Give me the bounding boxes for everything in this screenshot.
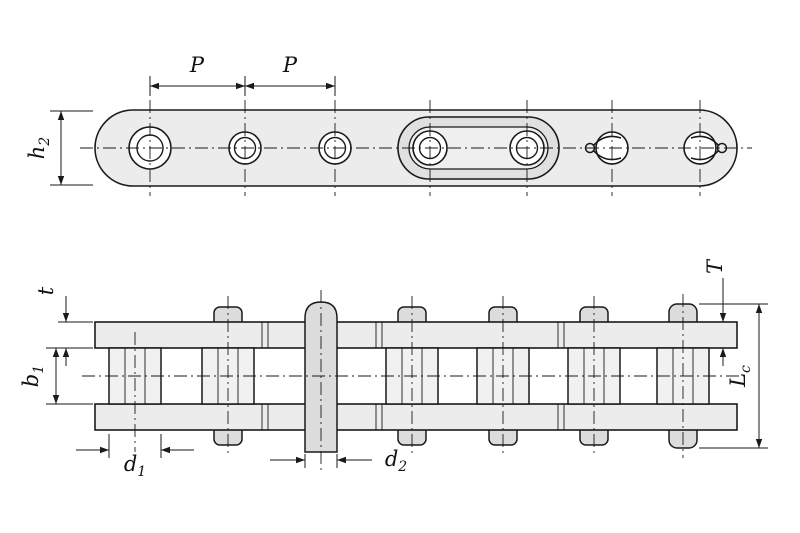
- dim-label-h2: h2: [25, 137, 53, 160]
- T-dimension-arrows: [719, 313, 727, 357]
- t-dimension-arrows: [62, 313, 70, 357]
- Lc-extension-lines: [699, 303, 768, 449]
- plate-edge-lines: [261, 322, 565, 430]
- dim-label-pitch-left: P: [189, 53, 205, 77]
- pin-centerlines: [134, 290, 684, 470]
- dim-label-d2: d2: [385, 447, 407, 475]
- side-view: P P h2: [25, 53, 752, 196]
- dim-label-d1: d1: [124, 452, 146, 480]
- spring-clip-right: [690, 135, 728, 161]
- pitch-dimension-arrows: [150, 82, 335, 90]
- dim-label-pitch-right: P: [282, 53, 298, 77]
- dim-label-b1: b1: [19, 365, 47, 387]
- bottom-plate-band: [94, 403, 738, 431]
- dim-label-Lc: Lc: [726, 365, 754, 388]
- t-b1-extension-lines: [46, 321, 93, 405]
- h2-extension-lines: [50, 110, 93, 186]
- h2-dimension-arrows: [57, 111, 65, 185]
- plan-view: t T b1 Lc d1 d2: [19, 258, 768, 480]
- top-plate-band: [94, 321, 738, 349]
- clip-prongs-icon: [592, 135, 622, 161]
- pin-centerlines: [149, 100, 701, 196]
- d2-extension-lines: [304, 454, 338, 468]
- d1-extension-lines: [108, 434, 162, 458]
- dim-label-t: t: [34, 286, 58, 295]
- dim-label-T: T: [703, 258, 727, 274]
- clip-prongs-icon: [690, 135, 720, 161]
